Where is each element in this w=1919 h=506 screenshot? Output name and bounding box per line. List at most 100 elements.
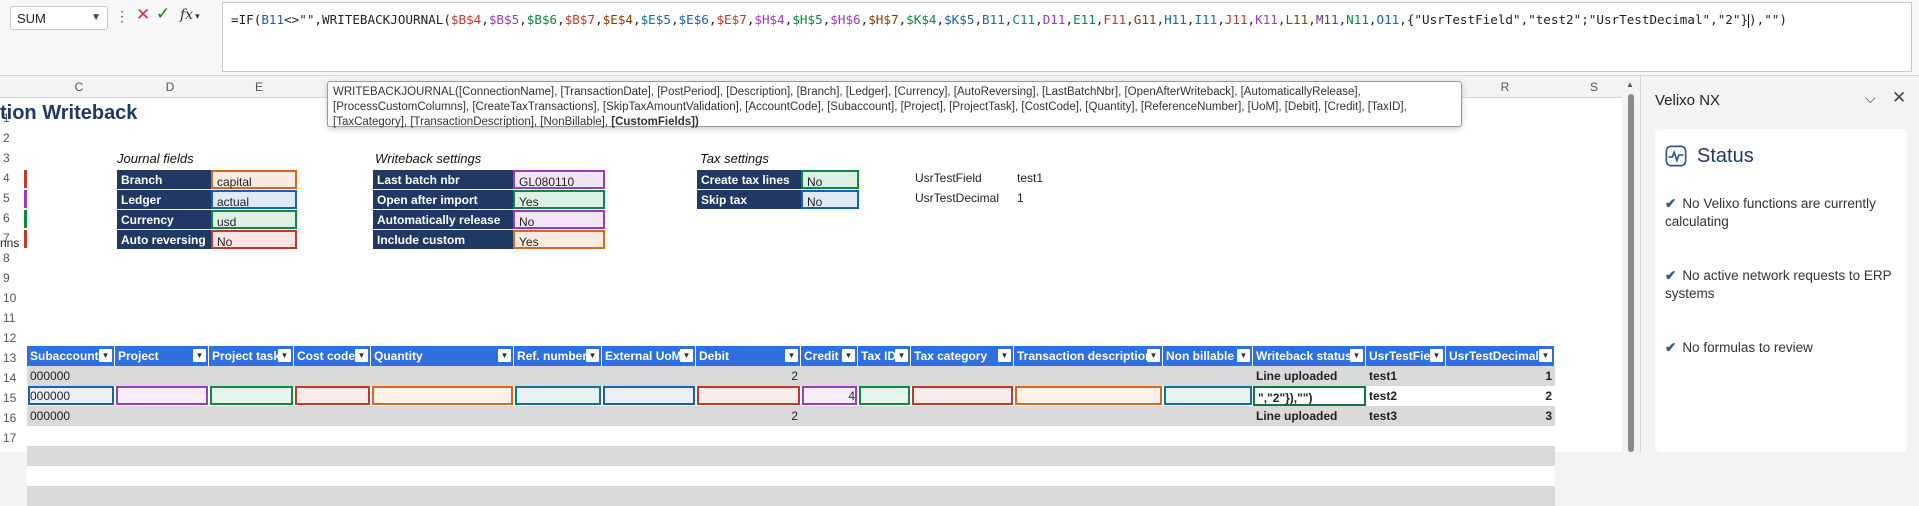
debit-cell[interactable]: 2 [791,369,798,383]
tax-value[interactable]: No [801,190,859,209]
row-header-17[interactable]: 17 [3,431,17,445]
column-header-e[interactable]: E [254,80,263,94]
table-row-band [27,406,1555,426]
journal-value[interactable]: capital [211,170,297,189]
chevron-down-icon[interactable]: ⌵ [1865,90,1876,106]
writeback-value[interactable]: Yes [513,230,605,249]
filter-dropdown-icon[interactable]: ▼ [355,349,368,362]
filter-dropdown-icon[interactable]: ▼ [680,349,693,362]
filter-dropdown-icon[interactable]: ▼ [998,349,1011,362]
formula-token: , [595,12,603,27]
row-header-8[interactable]: 8 [3,251,10,265]
table-header[interactable]: Project task▼ [209,346,294,366]
filter-dropdown-icon[interactable]: ▼ [193,349,206,362]
row-header-1[interactable]: 1 [3,111,10,125]
enter-icon[interactable]: ✓ [156,4,171,23]
column-header-d[interactable]: D [165,80,175,94]
writeback-value[interactable]: Yes [513,190,605,209]
table-header[interactable]: Debit▼ [696,346,801,366]
writeback-status-cell[interactable]: ","2"}),"") [1253,386,1366,406]
row-header-9[interactable]: 9 [3,271,10,285]
row-header-3[interactable]: 3 [3,151,10,165]
table-header[interactable]: UsrTestFie▼ [1366,346,1446,366]
subaccount-cell[interactable]: 000000 [30,409,71,423]
row-header-14[interactable]: 14 [3,371,17,385]
filter-dropdown-icon[interactable]: ▼ [1147,349,1160,362]
row-header-2[interactable]: 2 [3,131,10,145]
table-header[interactable]: Ref. number▼ [514,346,602,366]
writeback-value[interactable]: No [513,210,605,229]
usr-test-decimal-cell[interactable]: 2 [1545,389,1552,403]
more-options-icon[interactable]: ⋮ [115,8,129,24]
filter-dropdown-icon[interactable]: ▼ [498,349,511,362]
table-header[interactable]: Tax ID▼ [858,346,911,366]
row-header-13[interactable]: 13 [3,351,17,365]
filter-dropdown-icon[interactable]: ▼ [1430,349,1443,362]
debit-cell[interactable]: 2 [791,409,798,423]
table-header[interactable]: Non billable▼ [1163,346,1253,366]
writeback-status-cell[interactable]: Line uploaded [1256,409,1338,423]
formula-input[interactable]: =IF(B11<>"",WRITEBACKJOURNAL($B$4,$B$5,$… [222,2,1912,72]
close-icon[interactable]: ✕ [1892,88,1907,107]
filter-dropdown-icon[interactable]: ▼ [1350,349,1363,362]
insert-function-icon[interactable]: fx▾ [180,7,200,23]
row-header-10[interactable]: 10 [3,291,17,305]
row-header-6[interactable]: 6 [3,211,10,225]
filter-dropdown-icon[interactable]: ▼ [99,349,112,362]
row-header-15[interactable]: 15 [3,391,17,405]
usr-test-field-value[interactable]: test1 [1017,171,1044,185]
credit-cell[interactable] [801,406,858,426]
subaccount-cell[interactable]: 000000 [30,369,71,383]
journal-value[interactable]: usd [211,210,297,229]
table-row-band [27,366,1555,386]
column-header-r[interactable]: R [1500,80,1510,94]
filter-dropdown-icon[interactable]: ▼ [1539,349,1552,362]
vertical-scrollbar[interactable]: ▲ [1622,76,1640,452]
table-header[interactable]: UsrTestDecimal▼ [1446,346,1555,366]
credit-cell[interactable] [801,366,858,386]
filter-dropdown-icon[interactable]: ▼ [1237,349,1250,362]
journal-value[interactable]: actual [211,190,297,209]
usr-test-field-cell[interactable]: test2 [1369,389,1398,403]
name-box[interactable]: SUM ▼ [10,6,108,30]
table-header[interactable]: Cost code▼ [294,346,371,366]
writeback-value[interactable]: GL080110 [513,170,605,189]
table-header[interactable]: Writeback status▼ [1253,346,1366,366]
usr-test-decimal-cell[interactable]: 3 [1545,409,1552,423]
row-header-7[interactable]: 7 [3,231,10,245]
filter-dropdown-icon[interactable]: ▼ [586,349,599,362]
usr-test-decimal-cell[interactable]: 1 [1545,369,1552,383]
row-header-12[interactable]: 12 [3,331,17,345]
table-header[interactable]: Project▼ [115,346,209,366]
row-header-5[interactable]: 5 [3,191,10,205]
usr-test-field-cell[interactable]: test3 [1369,409,1398,423]
journal-value[interactable]: No [211,230,297,249]
row-header-4[interactable]: 4 [3,171,10,185]
table-header[interactable]: External UoM▼ [602,346,696,366]
scroll-thumb[interactable] [1628,94,1634,452]
chevron-down-icon[interactable]: ▼ [91,12,101,23]
column-header-c[interactable]: C [74,80,84,94]
filter-dropdown-icon[interactable]: ▼ [278,349,291,362]
filter-dropdown-icon[interactable]: ▼ [785,349,798,362]
spreadsheet-grid[interactable]: CDEFGHIJKLMNOPQRS 1234567891011121314151… [0,76,1622,506]
filter-dropdown-icon[interactable]: ▼ [895,349,908,362]
credit-cell[interactable]: 4 [848,389,855,403]
table-header[interactable]: Quantity▼ [371,346,514,366]
column-header-s[interactable]: S [1589,80,1598,94]
usr-test-field-cell[interactable]: test1 [1369,369,1398,383]
row-header-16[interactable]: 16 [3,411,17,425]
tax-value[interactable]: No [801,170,859,189]
table-header[interactable]: Tax category▼ [911,346,1014,366]
table-header[interactable]: Subaccount▼ [27,346,115,366]
table-header[interactable]: Credit▼ [801,346,858,366]
subaccount-cell[interactable]: 000000 [30,389,71,403]
cancel-icon[interactable]: ✕ [136,5,151,24]
formula-token: , [784,12,793,27]
row-header-11[interactable]: 11 [3,311,16,325]
usr-test-decimal-value[interactable]: 1 [1017,191,1024,205]
filter-dropdown-icon[interactable]: ▼ [842,349,855,362]
writeback-status-cell[interactable]: Line uploaded [1256,369,1338,383]
scroll-up-icon[interactable]: ▲ [1626,80,1634,89]
table-header[interactable]: Transaction description▼ [1014,346,1163,366]
